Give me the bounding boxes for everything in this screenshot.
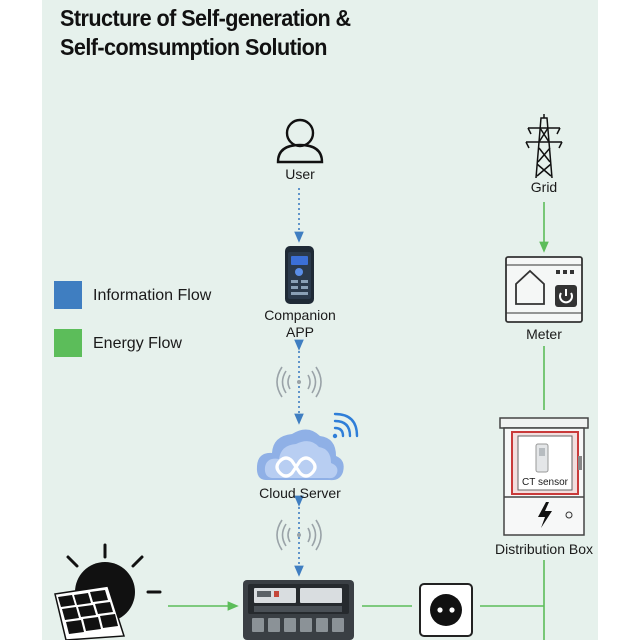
power-station-icon [243,580,354,640]
solar-panel-icon [54,543,162,640]
legend-swatch-energy [54,329,82,357]
node-label-meter: Meter [526,326,562,342]
node-label-cloud-server: Cloud Server [259,485,341,501]
node-label-ct-sensor: CT sensor [522,477,568,488]
companion-app-line-2: APP [285,324,314,340]
energy-flow-lines [168,202,549,640]
cloud-icon [256,429,344,481]
title-line-2: Self-comsumption Solution [60,34,328,60]
legend-swatch-information [54,281,82,309]
wireless-signal-icon [276,519,322,551]
node-label-user: User [285,166,315,182]
node-label-companion-app: Companion APP [250,307,350,341]
meter-icon [505,256,583,323]
transmission-tower-icon [525,114,563,179]
smartphone-icon [285,246,314,304]
wireless-signal-icon [276,366,322,398]
diagram-title: Structure of Self-generation & Self-coms… [60,4,351,62]
legend-label-energy: Energy Flow [93,335,182,352]
companion-app-line-1: Companion [264,307,336,323]
wifi-icon [332,412,359,439]
title-line-1: Structure of Self-generation & [60,5,351,31]
socket-icon [419,583,473,637]
node-label-grid: Grid [530,179,558,195]
node-label-distribution-box: Distribution Box [494,541,594,557]
user-icon [276,118,324,164]
legend-label-information: Information Flow [93,287,212,304]
distribution-box-icon [499,417,589,536]
